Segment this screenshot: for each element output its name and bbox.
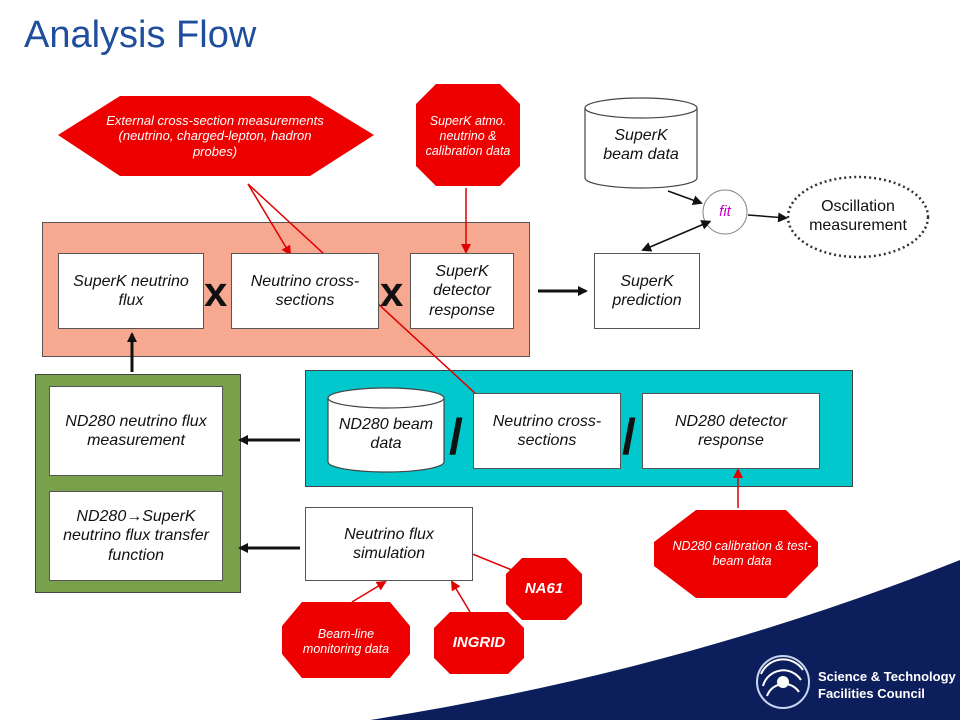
stfc-logo-line2: Facilities Council <box>818 686 925 701</box>
neutrino-xsec-top-box: Neutrino cross-sections <box>231 253 379 329</box>
stfc-logo-line1: Science & Technology <box>818 669 956 684</box>
nd280-beam-data-cylinder <box>327 387 445 473</box>
oscillation-label: Oscillation measurement <box>809 198 907 235</box>
superk-beam-data-cylinder <box>584 97 698 189</box>
superk-neutrino-flux-box: SuperK neutrino flux <box>58 253 204 329</box>
superk-atmo-label: SuperK atmo. neutrino & calibration data <box>425 113 511 158</box>
ingrid-label: INGRID <box>452 634 506 651</box>
divide-operator-1: / <box>449 409 463 465</box>
fit-label: fit <box>719 203 731 220</box>
nd280-flux-measurement-box: ND280 neutrino flux measurement <box>49 386 223 476</box>
na61-octagon <box>506 558 582 620</box>
nd280-beam-data-label: ND280 beam data <box>338 416 434 453</box>
superk-detector-box: SuperK detector response <box>410 253 514 329</box>
divide-operator-2: / <box>622 409 636 465</box>
multiply-operator-1: x <box>204 268 228 315</box>
multiply-operator-2: x <box>380 268 404 315</box>
page-title: Analysis Flow <box>24 14 257 56</box>
ingrid-octagon <box>434 612 524 674</box>
beamline-label: Beam-line monitoring data <box>302 627 390 656</box>
nd280-calib-label: ND280 calibration & test-beam data <box>672 539 812 568</box>
na61-label: NA61 <box>524 580 564 597</box>
nd280-calib-octagon <box>654 510 818 598</box>
external-xsec-label: External cross-section measurements (neu… <box>106 112 324 159</box>
external-xsec-hexagon <box>58 96 374 176</box>
superk-atmo-octagon <box>416 84 520 186</box>
nd280-detector-box: ND280 detector response <box>642 393 820 469</box>
flux-simulation-box: Neutrino flux simulation <box>305 507 473 581</box>
nd280-transfer-box: ND280→SuperK neutrino flux transfer func… <box>49 491 223 581</box>
neutrino-xsec-mid-box: Neutrino cross-sections <box>473 393 621 469</box>
stfc-logo-mark <box>756 655 810 709</box>
oscillation-oval <box>786 175 930 259</box>
beamline-octagon <box>282 602 410 678</box>
superk-beam-data-label: SuperK beam data <box>603 127 679 164</box>
superk-prediction-box: SuperK prediction <box>594 253 700 329</box>
fit-circle <box>702 189 748 235</box>
